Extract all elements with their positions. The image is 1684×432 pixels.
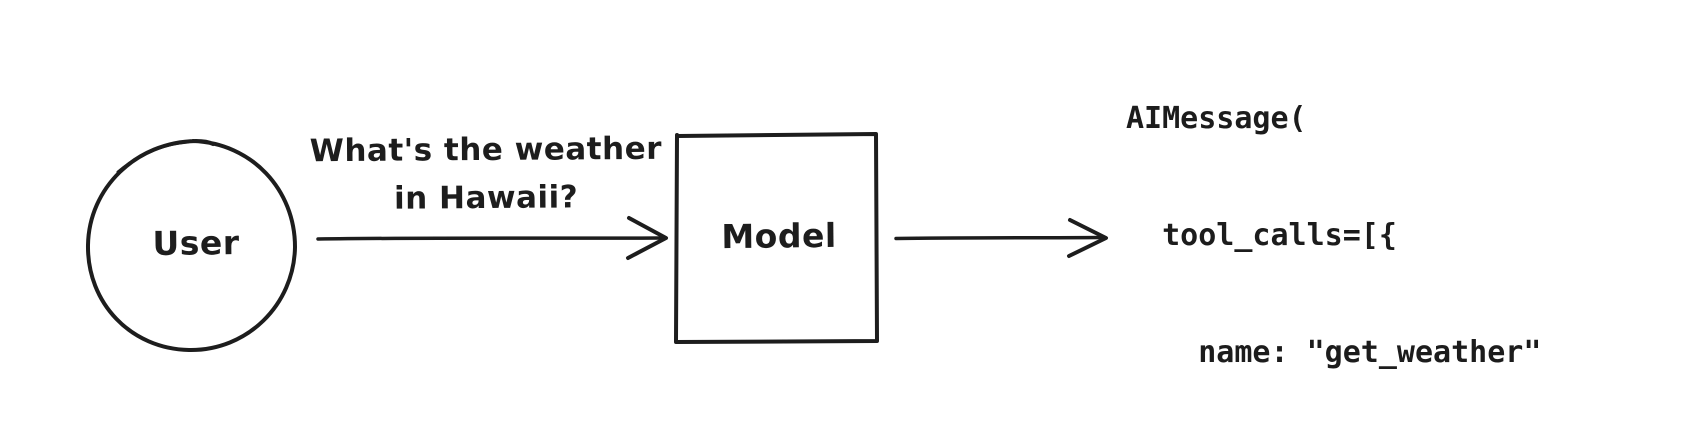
code-line: AIMessage( xyxy=(1126,101,1307,136)
model-node-label: Model xyxy=(721,215,837,257)
code-line: tool_calls=[{ xyxy=(1126,218,1397,253)
request-text: What's the weather in Hawaii? xyxy=(310,125,663,223)
request-text-line2: in Hawaii? xyxy=(393,179,579,217)
code-line: name: "get_weather" xyxy=(1126,335,1542,370)
user-node-label: User xyxy=(152,223,240,263)
aimessage-code-block: AIMessage( tool_calls=[{ name: "get_weat… xyxy=(1126,21,1578,432)
request-text-line1: What's the weather xyxy=(309,130,663,170)
model-to-output-arrow xyxy=(894,218,1108,258)
user-circle-shape xyxy=(85,139,297,353)
model-box-shape xyxy=(674,132,879,344)
user-to-model-arrow xyxy=(316,216,668,260)
